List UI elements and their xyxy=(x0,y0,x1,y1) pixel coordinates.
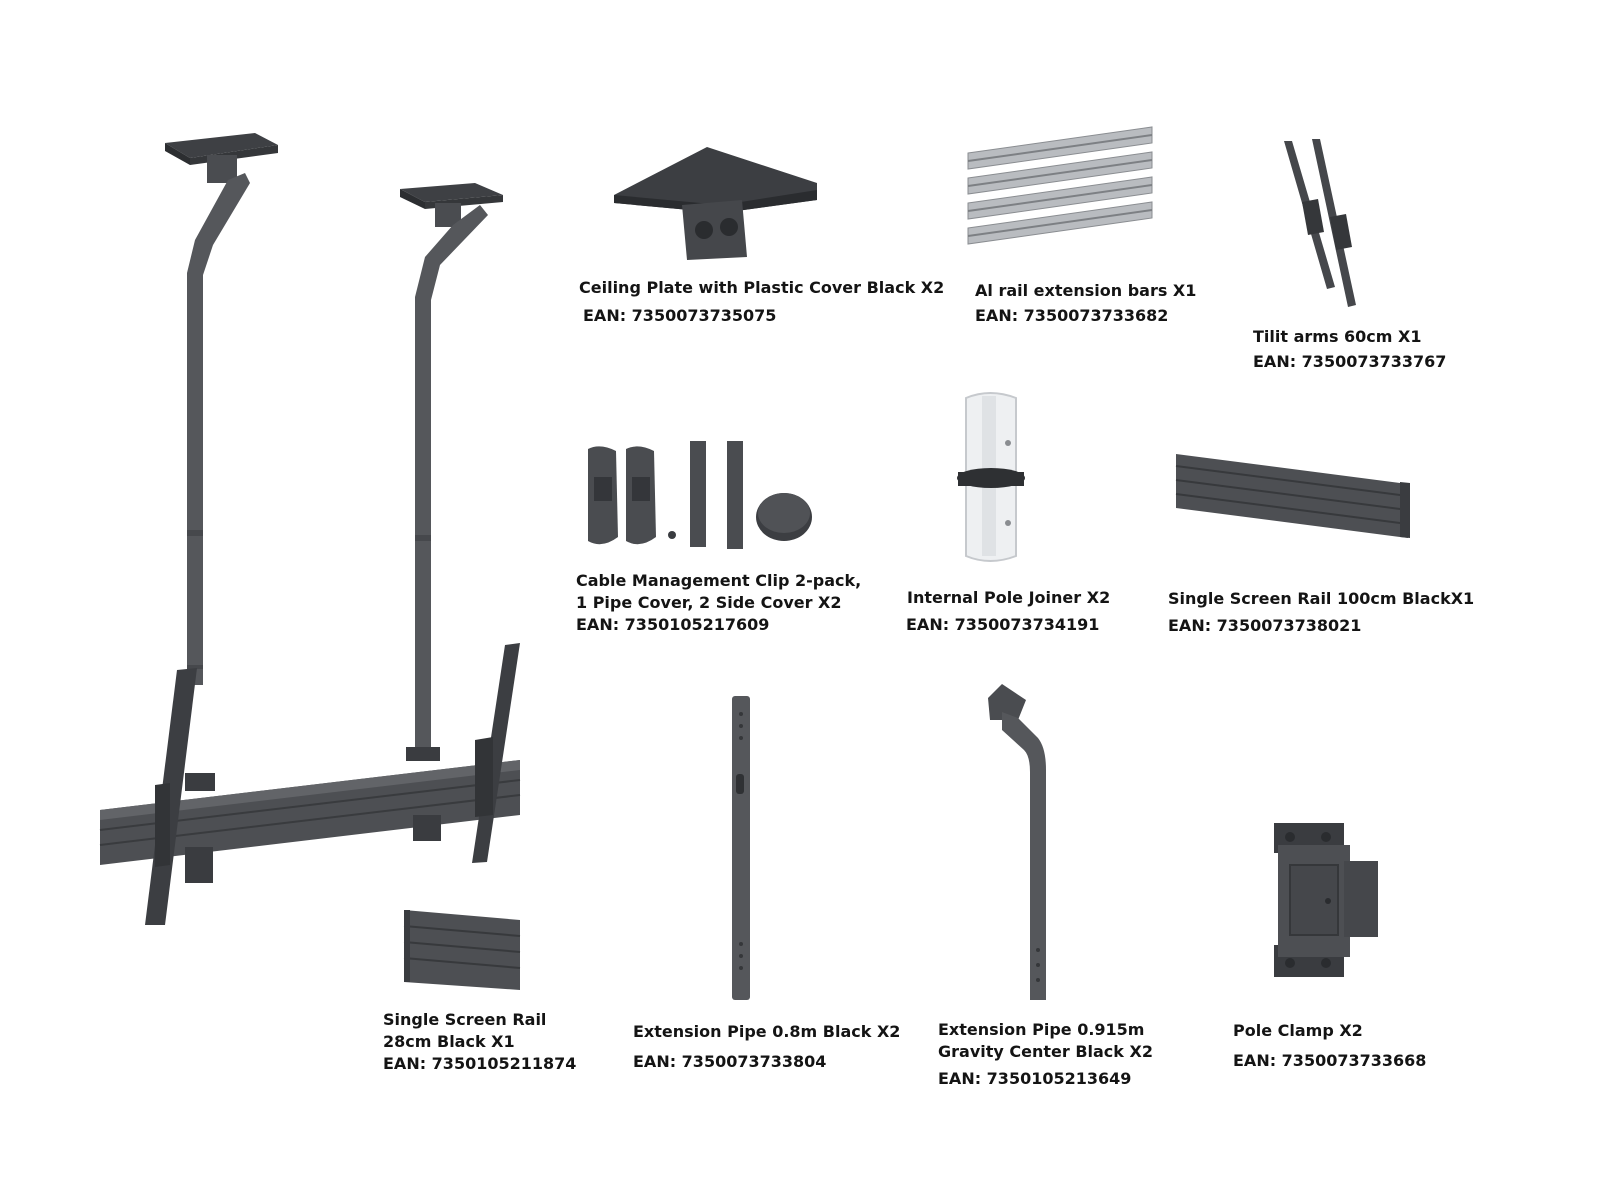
screen-rail-100cm-icon xyxy=(1175,454,1410,538)
cable-clip-name-line2: 1 Pipe Cover, 2 Side Cover X2 xyxy=(576,593,842,612)
extension-pipe-icon xyxy=(732,696,750,1000)
rail-28-label: Single Screen Rail 28cm Black X1 EAN: 73… xyxy=(383,1009,576,1075)
rail-extension-ean: EAN: 7350073733682 xyxy=(975,306,1169,325)
assembled-ceiling-mount-image xyxy=(99,133,521,925)
ext-pipe-0915-ean: EAN: 7350105213649 xyxy=(938,1069,1132,1088)
cable-clip-name-line1: Cable Management Clip 2-pack, xyxy=(576,571,862,590)
pole-joiner-ean: EAN: 7350073734191 xyxy=(906,615,1100,634)
pole-clamp-label: Pole Clamp X2 EAN: 7350073733668 xyxy=(1233,1020,1426,1072)
tilt-arms-icon xyxy=(1284,139,1356,307)
ext-pipe-08-ean: EAN: 7350073733804 xyxy=(633,1052,827,1071)
rail-28-name-line2: 28cm Black X1 xyxy=(383,1032,515,1051)
cable-clip-ean: EAN: 7350105217609 xyxy=(576,615,770,634)
ceiling-plate-icon xyxy=(614,147,817,260)
pole-joiner-name: Internal Pole Joiner X2 xyxy=(907,588,1111,607)
rail-28-ean: EAN: 7350105211874 xyxy=(383,1054,577,1073)
ceiling-plate-ean: EAN: 7350073735075 xyxy=(583,306,777,325)
pole-clamp-name: Pole Clamp X2 xyxy=(1233,1021,1363,1040)
ext-pipe-08-name: Extension Pipe 0.8m Black X2 xyxy=(633,1022,901,1041)
pole-clamp-icon xyxy=(1274,823,1378,977)
tilt-arms-label: Tilit arms 60cm X1 EAN: 7350073733767 xyxy=(1253,326,1446,373)
ext-pipe-08-label: Extension Pipe 0.8m Black X2 EAN: 735007… xyxy=(633,1021,900,1073)
screen-rail-28cm-icon xyxy=(403,910,521,990)
ext-pipe-0915-name-line1: Extension Pipe 0.915m xyxy=(938,1020,1145,1039)
ceiling-plate-name: Ceiling Plate with Plastic Cover Black X… xyxy=(579,278,945,297)
ext-pipe-0915-label: Extension Pipe 0.915m Gravity Center Bla… xyxy=(938,1019,1153,1090)
rail-100-name: Single Screen Rail 100cm BlackX1 xyxy=(1168,589,1475,608)
cable-clip-label: Cable Management Clip 2-pack, 1 Pipe Cov… xyxy=(576,570,861,636)
tilt-arms-ean: EAN: 7350073733767 xyxy=(1253,352,1447,371)
pole-joiner-label: Internal Pole Joiner X2 EAN: 73500737341… xyxy=(906,587,1111,636)
ext-pipe-0915-name-line2: Gravity Center Black X2 xyxy=(938,1042,1153,1061)
rail-28-name-line1: Single Screen Rail xyxy=(383,1010,547,1029)
pole-clamp-ean: EAN: 7350073733668 xyxy=(1233,1051,1427,1070)
rail-extension-name: Al rail extension bars X1 xyxy=(975,281,1197,300)
tilt-arms-name: Tilit arms 60cm X1 xyxy=(1253,327,1422,346)
ceiling-plate-label: Ceiling Plate with Plastic Cover Black X… xyxy=(579,277,944,327)
rail-extension-label: Al rail extension bars X1 EAN: 735007373… xyxy=(975,280,1196,327)
rail-extension-bars-icon xyxy=(967,126,1153,245)
cable-management-clip-icon xyxy=(588,441,812,549)
gravity-center-pipe-icon xyxy=(988,684,1046,1000)
rail-100-ean: EAN: 7350073738021 xyxy=(1168,616,1362,635)
rail-100-label: Single Screen Rail 100cm BlackX1 EAN: 73… xyxy=(1168,588,1474,637)
internal-pole-joiner-icon xyxy=(957,392,1025,562)
